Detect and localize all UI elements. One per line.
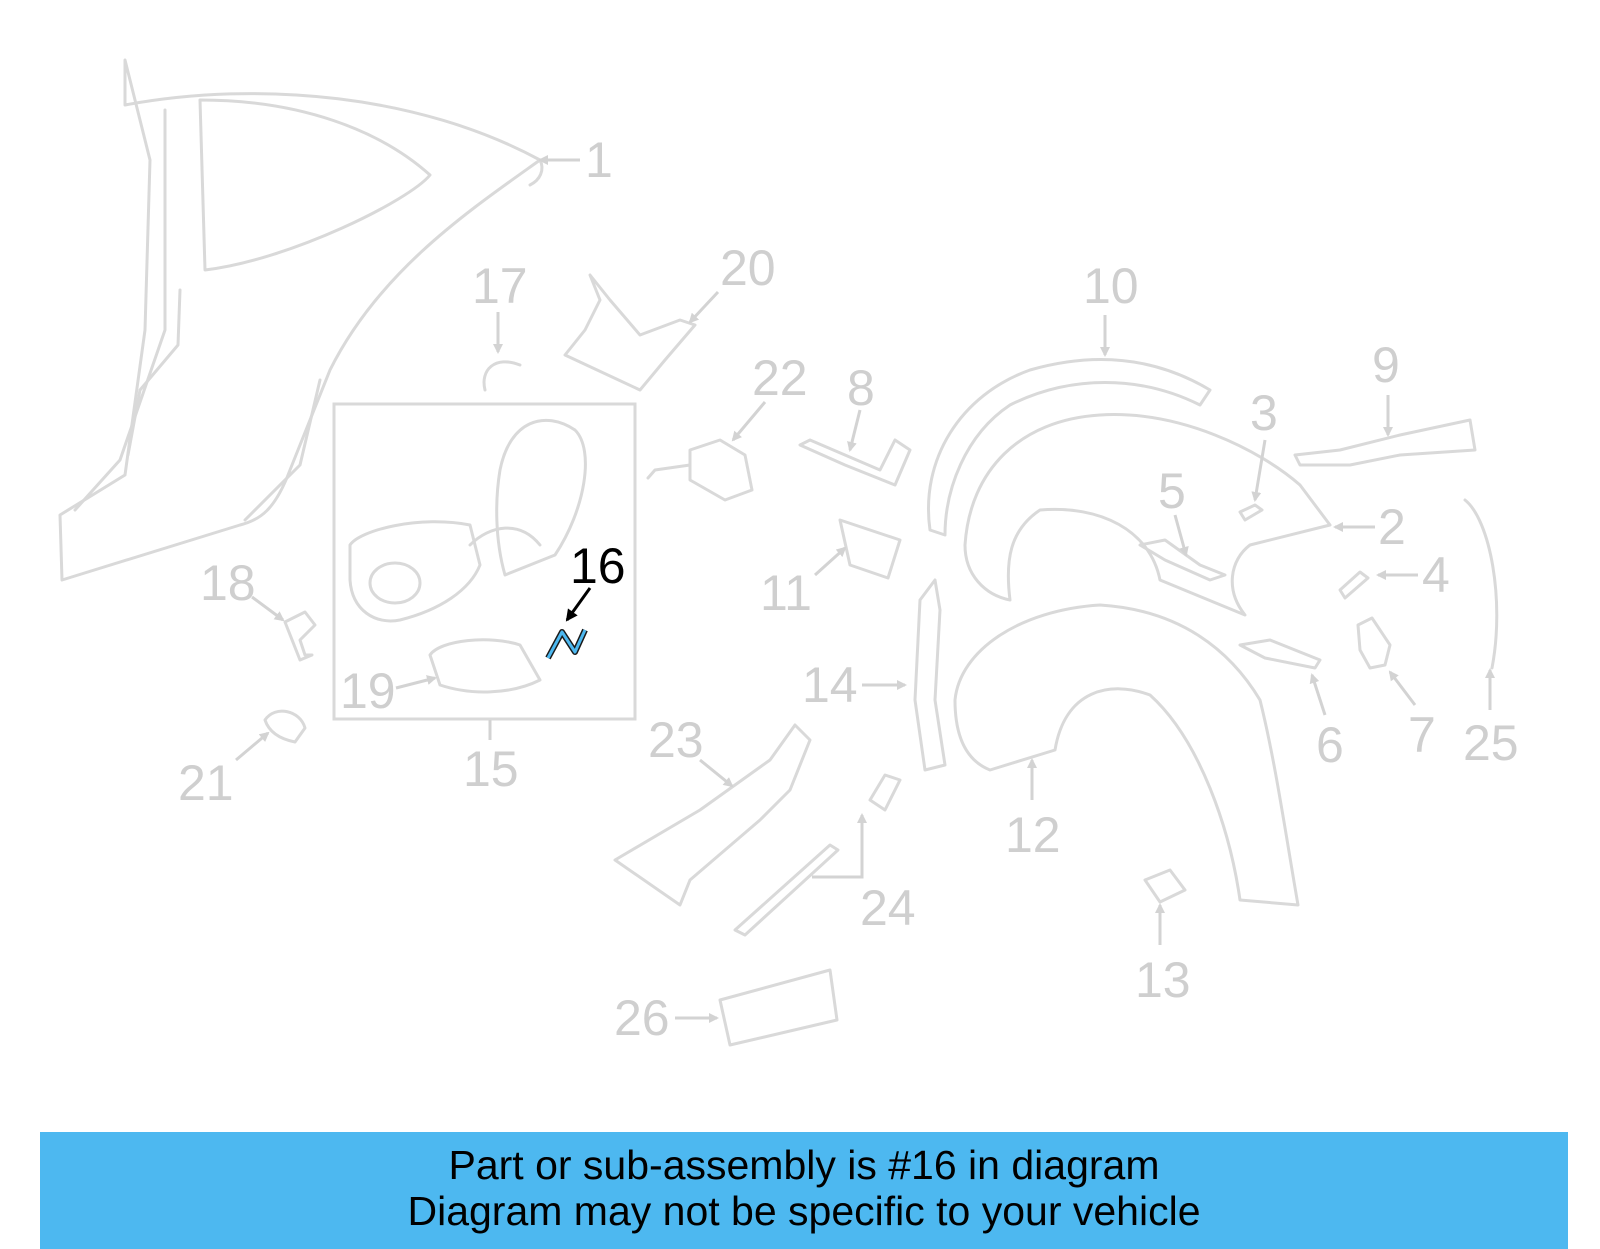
callout-24: 24 [812, 813, 916, 936]
callout-17: 17 [472, 258, 528, 354]
seal-part-25 [1463, 498, 1499, 670]
fuel-door-seal-part-19 [428, 638, 542, 694]
hinge-part-8 [798, 438, 912, 487]
callout-12: 12 [1005, 758, 1061, 863]
svg-text:21: 21 [178, 755, 234, 811]
bolt-part-18 [283, 610, 317, 662]
wheelhouse-liner-part-12 [953, 603, 1300, 907]
bracket-part-9 [1293, 418, 1477, 467]
svg-text:9: 9 [1372, 337, 1400, 393]
svg-text:25: 25 [1463, 715, 1519, 771]
bracket-part-6 [1238, 638, 1322, 670]
callout-3: 3 [1250, 385, 1278, 502]
callout-4: 4 [1376, 547, 1450, 603]
callout-23: 23 [648, 712, 734, 788]
wheel-flare-part-10 [927, 358, 1212, 537]
svg-text:12: 12 [1005, 807, 1061, 863]
svg-text:10: 10 [1083, 258, 1139, 314]
callout-8: 8 [847, 360, 875, 452]
svg-text:7: 7 [1408, 707, 1436, 763]
clip-part-13 [1143, 868, 1187, 904]
trim-strip-part-14 [913, 578, 947, 772]
svg-text:14: 14 [802, 657, 858, 713]
svg-text:18: 18 [200, 555, 256, 611]
callout-20: 20 [688, 240, 776, 324]
info-banner: Part or sub-assembly is #16 in diagram D… [40, 1132, 1568, 1249]
svg-text:3: 3 [1250, 385, 1278, 441]
rod-part-24 [733, 843, 840, 937]
callout-2: 2 [1333, 499, 1406, 555]
fuel-door-part [348, 418, 587, 623]
callout-19: 19 [340, 663, 437, 719]
box-part-26 [718, 968, 839, 1047]
callout-16-highlighted: 16 [565, 538, 626, 622]
callout-6: 6 [1309, 673, 1344, 773]
callout-5: 5 [1158, 463, 1189, 557]
banner-part-note: Part or sub-assembly is #16 in diagram [448, 1142, 1160, 1188]
quarter-panel-part [58, 58, 544, 582]
fuel-door-assembly-box [332, 402, 637, 721]
svg-text:2: 2 [1378, 499, 1406, 555]
bracket-part-5 [1138, 538, 1227, 582]
callout-14: 14 [802, 657, 907, 713]
svg-text:24: 24 [860, 880, 916, 936]
svg-text:22: 22 [752, 350, 808, 406]
svg-text:6: 6 [1316, 717, 1344, 773]
callout-1: 1 [538, 132, 613, 188]
bracket-part-11 [838, 518, 902, 580]
fastener-part-7 [1356, 616, 1392, 670]
hose-part-17 [482, 360, 522, 392]
banner-disclaimer: Diagram may not be specific to your vehi… [407, 1188, 1201, 1234]
svg-text:26: 26 [614, 990, 670, 1046]
svg-text:20: 20 [720, 240, 776, 296]
callout-7: 7 [1388, 670, 1436, 763]
svg-text:5: 5 [1158, 463, 1186, 519]
pad-part-3 [1238, 503, 1264, 522]
callout-11: 11 [760, 546, 847, 621]
callout-10: 10 [1083, 258, 1139, 357]
callout-9: 9 [1372, 337, 1400, 437]
svg-text:8: 8 [847, 360, 875, 416]
callout-18: 18 [200, 555, 285, 622]
highlighted-part-16-spring-fill [546, 629, 587, 659]
parts-diagram: 1 2 3 4 5 6 7 8 9 10 11 12 [58, 58, 1519, 1047]
svg-text:4: 4 [1422, 547, 1450, 603]
clip-part-21 [263, 709, 307, 744]
svg-text:1: 1 [585, 132, 613, 188]
callout-22: 22 [731, 350, 808, 442]
callout-15: 15 [463, 720, 519, 797]
svg-text:16: 16 [570, 538, 626, 594]
callout-21: 21 [178, 731, 270, 811]
svg-text:15: 15 [463, 741, 519, 797]
svg-text:11: 11 [760, 565, 812, 621]
callout-25: 25 [1463, 668, 1519, 771]
svg-text:19: 19 [340, 663, 396, 719]
wheelhouse-part-2 [963, 413, 1332, 617]
clip-part-4 [1338, 570, 1370, 600]
svg-text:23: 23 [648, 712, 704, 768]
callout-13: 13 [1135, 903, 1191, 1008]
bracket-part-23 [613, 723, 812, 907]
bracket-part-20 [563, 273, 697, 392]
actuator-part-22 [688, 438, 754, 502]
svg-text:13: 13 [1135, 952, 1191, 1008]
callout-26: 26 [614, 990, 719, 1046]
svg-text:17: 17 [472, 258, 528, 314]
